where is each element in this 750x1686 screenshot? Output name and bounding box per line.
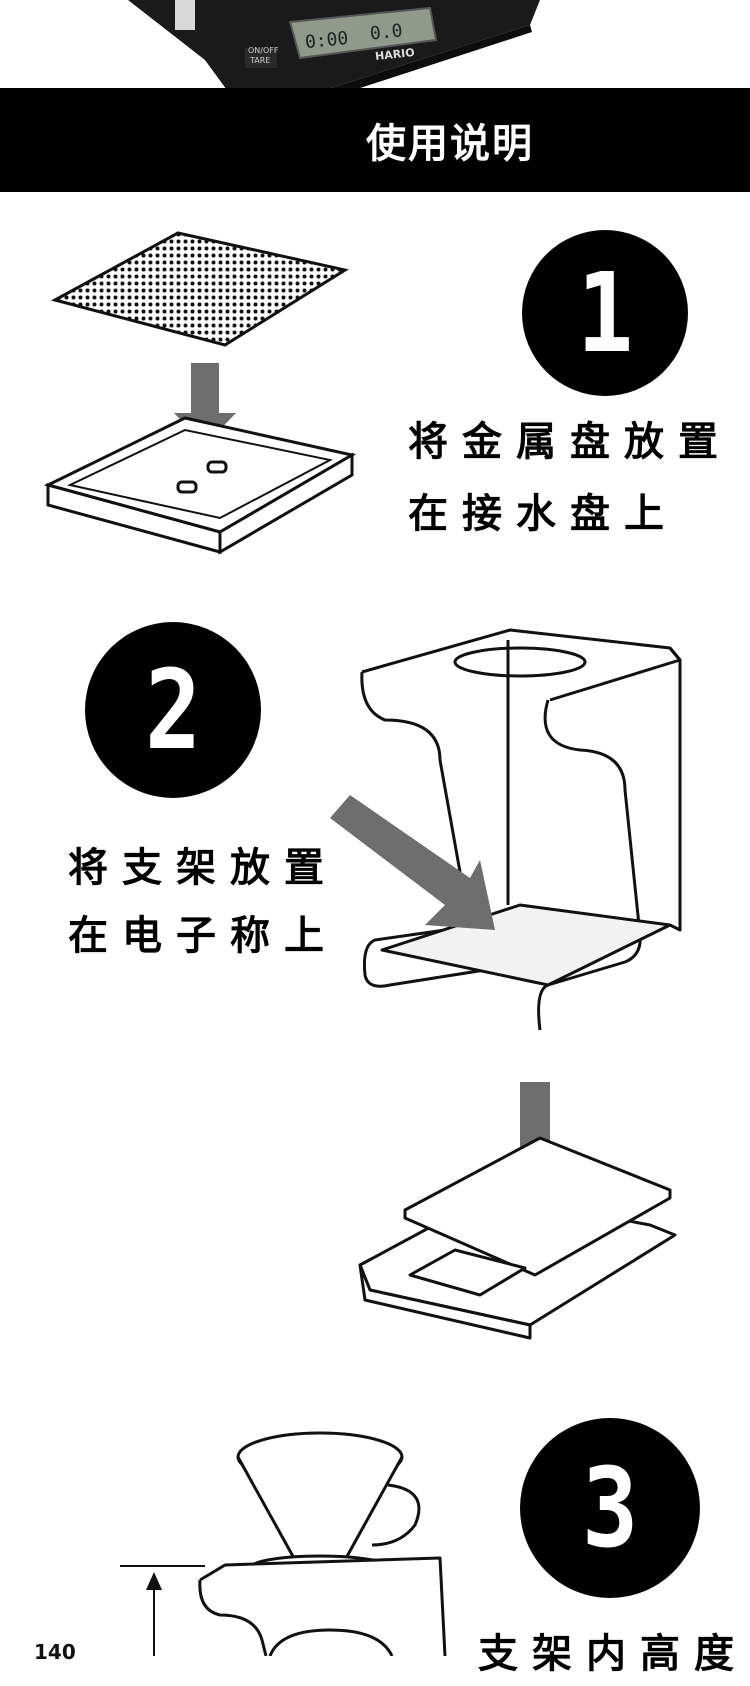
step-3-badge: 3: [520, 1418, 700, 1598]
step-2-number: 2: [144, 646, 202, 774]
step-1-caption-line1: 将金属盘放置: [408, 418, 732, 465]
step-1-caption-line2: 在接水盘上: [408, 490, 678, 537]
step-2-badge: 2: [85, 622, 261, 798]
page-title: 使用说明: [366, 121, 534, 167]
step1-illustration: [43, 231, 357, 555]
step-2-caption-line2: 在电子称上: [68, 912, 338, 959]
step-1-badge: 1: [522, 230, 688, 396]
step2-illustration: [330, 628, 682, 1340]
step-1-number: 1: [576, 249, 634, 377]
scale-button-tare: TARE: [250, 56, 271, 65]
step-2-caption-line1: 将支架放置: [68, 844, 338, 891]
step-3-number: 3: [581, 1444, 639, 1572]
dimension-label: 140: [34, 1640, 76, 1664]
scale-button-power: ON/OFF: [248, 46, 279, 55]
section-banner: [0, 88, 750, 192]
